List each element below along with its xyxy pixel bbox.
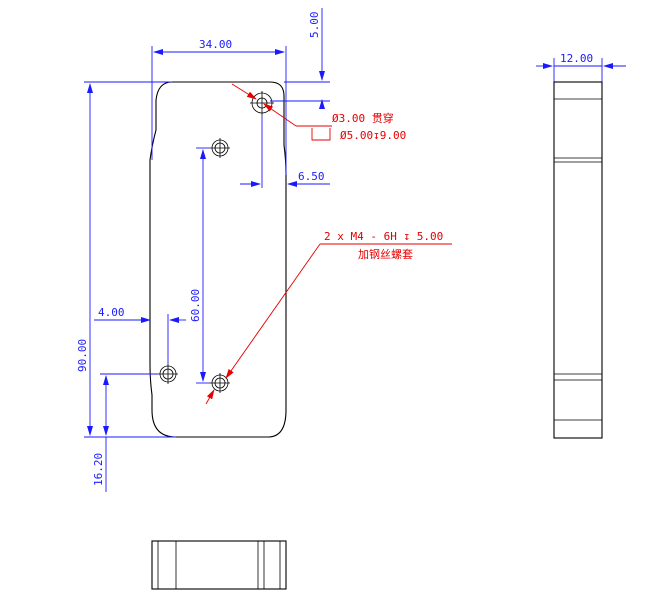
callout-thread-note-text: 加钢丝螺套 [358, 248, 413, 261]
dim-hole-spacing: 60.00 [189, 147, 210, 384]
front-view [149, 81, 287, 438]
dim-top-offset: 5.00 [270, 8, 330, 109]
callout-counterbore-text: Ø5.00↧9.00 [340, 129, 406, 142]
side-view [553, 81, 603, 439]
dim-left-offset-text: 4.00 [98, 306, 125, 319]
mount-hole-lower-left [158, 364, 178, 384]
dim-right-offset: 6.50 [240, 115, 330, 188]
dim-left-offset: 4.00 [94, 306, 186, 364]
dim-right-offset-text: 6.50 [298, 170, 325, 183]
dim-height-total: 90.00 [76, 81, 176, 438]
callout-thread-spec-text: 2 x M4 - 6H ↧ 5.00 [324, 230, 443, 243]
counterbore-hole [250, 91, 274, 115]
threaded-hole-lower [210, 373, 230, 393]
dim-side-thickness-text: 12.00 [560, 52, 593, 65]
dim-top-offset-text: 5.00 [308, 12, 321, 39]
callout-thread: 2 x M4 - 6H ↧ 5.00 加钢丝螺套 [205, 230, 452, 405]
dim-bottom-offset-text: 16.20 [92, 453, 105, 486]
dim-width-top: 34.00 [151, 38, 287, 175]
bottom-view [151, 540, 287, 590]
mount-hole-upper [210, 138, 230, 158]
dim-height-total-text: 90.00 [76, 339, 89, 372]
callout-counterbore: Ø3.00 贯穿 Ø5.00↧9.00 [231, 83, 406, 142]
callout-through-hole-text: Ø3.00 贯穿 [332, 111, 394, 125]
dim-width-top-text: 34.00 [199, 38, 232, 51]
dim-bottom-offset: 16.20 [92, 373, 158, 492]
dim-side-thickness: 12.00 [536, 52, 626, 82]
dimensions: 34.00 5.00 6.50 4.00 [76, 8, 626, 492]
plate-outline [149, 81, 287, 438]
callouts: Ø3.00 贯穿 Ø5.00↧9.00 2 x M4 - 6H ↧ 5.00 加… [205, 83, 452, 405]
dim-hole-spacing-text: 60.00 [189, 289, 202, 322]
